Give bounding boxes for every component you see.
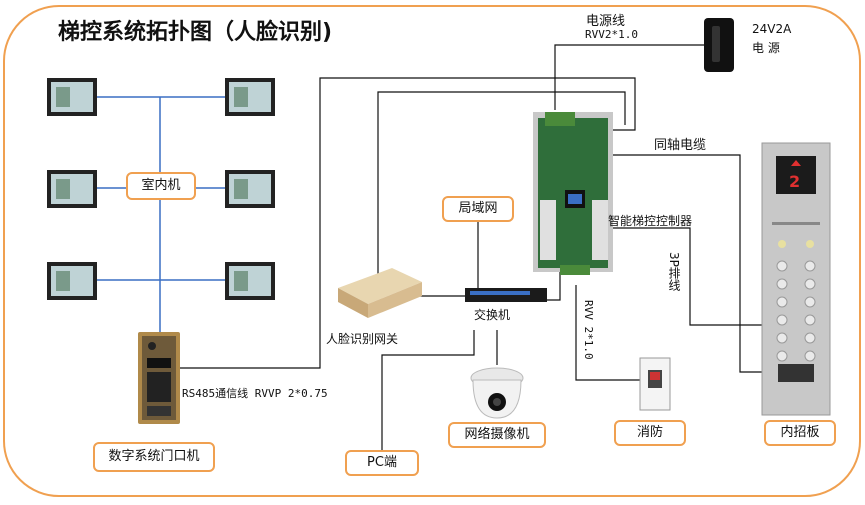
indoor-wiring <box>97 96 225 338</box>
power-supply-voltage: 24V2A <box>752 22 792 36</box>
camera-icon <box>470 367 524 419</box>
monitor-icon <box>47 78 97 116</box>
controller-label: 智能梯控控制器 <box>608 214 693 228</box>
face-gateway-label: 人脸识别网关 <box>326 332 399 346</box>
switch-icon <box>465 288 547 302</box>
door-unit-label: 数字系统门口机 <box>93 442 215 472</box>
rvv-fire-label: RVV 2*1.0 <box>582 300 595 360</box>
car-panel-label: 内招板 <box>764 420 836 446</box>
pc-label: PC端 <box>345 450 419 476</box>
cable-3p-label: 3P排线 <box>667 252 681 291</box>
switch-label: 交换机 <box>474 308 511 322</box>
coax-label: 同轴电缆 <box>654 138 707 153</box>
outer-frame <box>3 5 861 497</box>
monitor-icon <box>47 170 97 208</box>
diagram-title: 梯控系统拓扑图（人脸识别) <box>58 20 333 45</box>
car-panel-floor-display: 2 <box>789 172 801 191</box>
fire-label: 消防 <box>614 420 686 446</box>
door-station-icon <box>138 332 180 424</box>
fire-switch-icon <box>639 357 671 411</box>
power-supply-icon <box>704 18 734 72</box>
monitor-icon <box>47 262 97 300</box>
controller-board-icon <box>533 112 613 275</box>
indoor-monitors <box>47 78 275 300</box>
black-wiring <box>178 44 770 450</box>
monitor-icon <box>225 78 275 116</box>
power-cable-label: 电源线 <box>586 14 626 29</box>
rs485-label: RS485通信线 RVVP 2*0.75 <box>182 387 328 400</box>
power-cable-spec: RVV2*1.0 <box>585 28 638 41</box>
indoor-unit-label: 室内机 <box>126 172 196 200</box>
monitor-icon <box>225 170 275 208</box>
lan-label: 局域网 <box>442 196 514 222</box>
power-supply-label: 电 源 <box>752 41 780 55</box>
monitor-icon <box>225 262 275 300</box>
car-panel-icon <box>761 142 831 416</box>
camera-label: 网络摄像机 <box>448 422 546 448</box>
face-gateway-icon <box>338 268 422 318</box>
